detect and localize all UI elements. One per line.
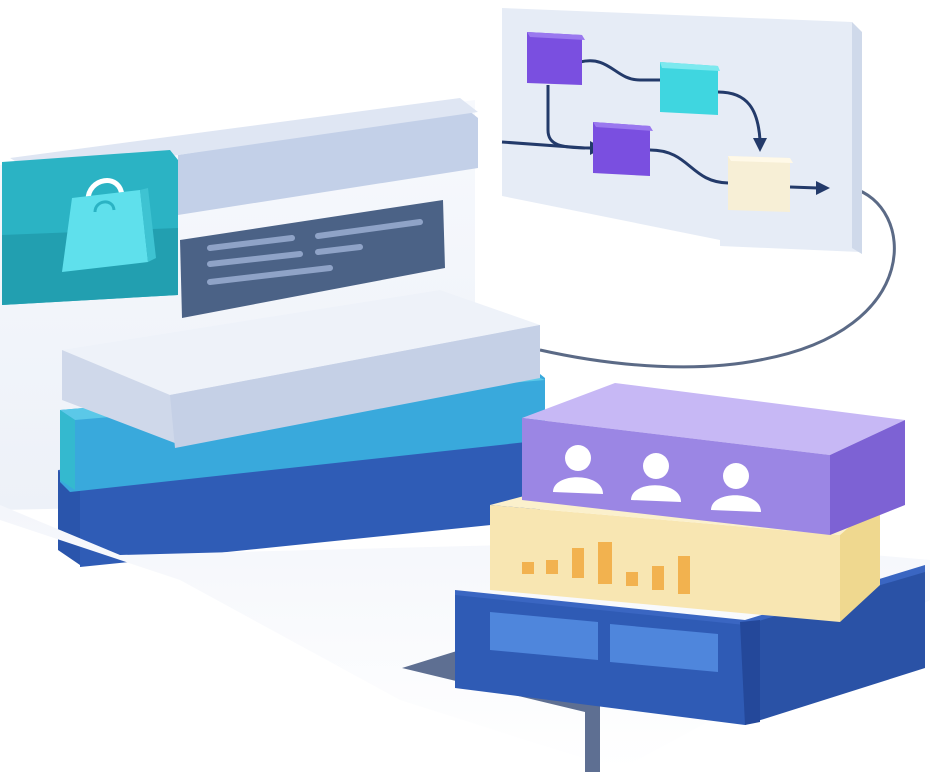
users-block-side xyxy=(830,420,905,535)
workflow-panel xyxy=(501,8,862,254)
shopping-bag-icon xyxy=(62,178,156,272)
right-server-stack xyxy=(455,383,925,725)
user-icon xyxy=(711,463,761,512)
workflow-panel-edge xyxy=(852,22,862,254)
connector-line-top xyxy=(539,186,896,369)
workflow-node-violet-2 xyxy=(593,122,650,176)
analytics-block-front xyxy=(490,505,840,622)
slab-navy-face xyxy=(80,440,540,567)
server-drive-slot-left xyxy=(490,612,598,660)
slab-cyan-side xyxy=(60,410,75,490)
workflow-node-violet-1 xyxy=(527,32,582,85)
users-block-top xyxy=(522,383,905,455)
analytics-block-side xyxy=(840,500,880,622)
server-navy-side xyxy=(745,572,925,725)
store-window-titlebar xyxy=(178,110,478,215)
bar-chart-icon xyxy=(522,542,690,594)
user-icon xyxy=(553,445,603,494)
server-navy-divider xyxy=(740,620,760,725)
store-content-text-lines xyxy=(207,219,423,285)
flowchart-icon xyxy=(501,32,830,212)
slab-light-front xyxy=(170,325,540,448)
user-icon xyxy=(631,453,681,502)
store-window-titlebar-top xyxy=(10,98,478,170)
server-drive-slot-right xyxy=(610,624,718,672)
workflow-node-cyan xyxy=(660,62,718,115)
workflow-node-cream xyxy=(728,156,790,212)
left-slab-stack xyxy=(58,290,545,567)
slab-light-top xyxy=(62,290,540,395)
